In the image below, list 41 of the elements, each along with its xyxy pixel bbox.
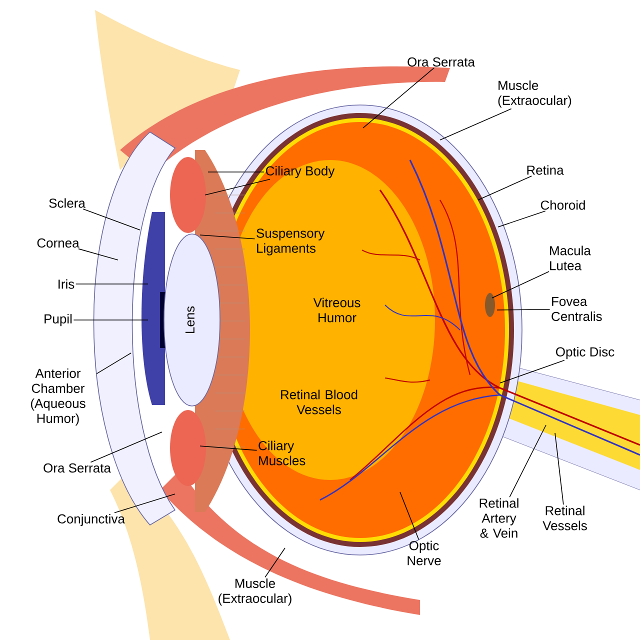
- leader-line: [200, 234, 256, 240]
- leader-line: [440, 108, 512, 140]
- leader-line: [82, 208, 140, 230]
- part-label: Ora Serrata: [408, 57, 475, 67]
- leader-line: [498, 210, 546, 228]
- part-label: Choroid: [540, 200, 585, 210]
- part-label: Cornea: [37, 238, 80, 248]
- leader-line: [204, 178, 270, 196]
- part-label: Ciliary Body: [266, 166, 335, 178]
- part-label: Macula Lutea: [550, 246, 591, 270]
- leader-line: [500, 360, 565, 384]
- leader-line: [554, 432, 564, 505]
- part-label: Iris: [58, 279, 74, 289]
- leader-line: [96, 352, 132, 374]
- part-label: Pupil: [44, 314, 72, 326]
- part-label: Ciliary Muscles: [258, 440, 306, 466]
- leader-line: [90, 432, 162, 463]
- part-label: Retinal Vessels: [542, 506, 587, 530]
- part-label: Retinal Artery & Vein: [480, 498, 518, 538]
- part-label: Lens: [185, 306, 195, 334]
- part-label: Muscle (Extraocular): [218, 578, 292, 606]
- part-label: Optic Disc: [556, 346, 614, 360]
- part-label: Sclera: [49, 198, 86, 208]
- part-label: Vitreous Humor: [313, 298, 360, 322]
- leader-line: [362, 67, 435, 128]
- part-label: Retina: [527, 165, 564, 175]
- part-label: Fovea Centralis: [552, 296, 602, 322]
- leader-line: [492, 271, 550, 298]
- leader-line: [114, 494, 176, 514]
- part-label: Ora Serrata: [44, 463, 111, 473]
- part-label: Anterior Chamber (Aqueous Humor): [30, 368, 86, 426]
- leader-line: [509, 424, 546, 498]
- part-label: Retinal Blood Vessels: [281, 390, 358, 414]
- leader-line: [496, 309, 550, 310]
- part-label: Conjunctiva: [58, 514, 125, 526]
- part-label: Muscle (Extraocular): [498, 80, 572, 108]
- part-label: Suspensory Ligaments: [256, 228, 325, 256]
- leader-line: [200, 446, 258, 451]
- part-label: Optic Nerve: [408, 540, 441, 566]
- leader-line: [78, 248, 118, 260]
- leader-line: [478, 176, 532, 200]
